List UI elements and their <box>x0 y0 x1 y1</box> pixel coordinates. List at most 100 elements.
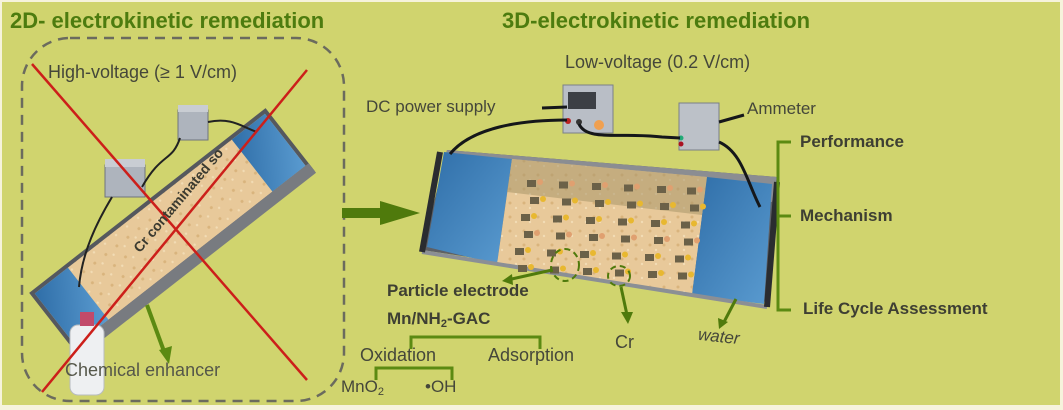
outcome-lca: Life Cycle Assessment <box>803 299 988 318</box>
gac-particle <box>515 248 524 255</box>
chemical-enhancer-label: Chemical enhancer <box>65 360 221 380</box>
cr-particle <box>628 217 634 224</box>
cr-particle <box>661 219 667 225</box>
outcome-mechanism: Mechanism <box>800 206 893 225</box>
ammeter-label: Ammeter <box>747 99 816 118</box>
gac-particle <box>621 235 630 243</box>
right-wires <box>448 105 762 208</box>
mno2-label: MnO2 <box>341 377 384 398</box>
gac-particle <box>690 204 699 212</box>
gac-particle <box>681 221 690 229</box>
gac-particle <box>675 255 684 263</box>
gac-particle <box>651 220 660 227</box>
cr-label: Cr <box>615 332 634 352</box>
gac-particle <box>527 180 536 187</box>
cr-particle <box>602 182 608 188</box>
particle-callout-circle <box>550 248 580 282</box>
gac-particle <box>550 266 559 274</box>
gac-particle <box>645 254 654 261</box>
left-panel-title: 2D- electrokinetic remediation <box>10 8 325 33</box>
cr-particle <box>637 200 643 207</box>
cr-particle <box>593 267 599 273</box>
particle-electrodes <box>515 179 706 280</box>
left-power-supply <box>104 159 146 198</box>
mno2-oh-bracket <box>374 366 454 380</box>
cr-particle <box>694 237 700 244</box>
gac-particle <box>618 218 627 226</box>
cr-particle <box>670 202 676 208</box>
gac-particle <box>684 238 693 246</box>
mno2-subscript: 2 <box>377 386 384 398</box>
cr-particle <box>605 199 611 205</box>
cr-particle <box>634 183 640 190</box>
cr-particle <box>566 231 572 238</box>
dc-power-supply-label: DC power supply <box>366 97 496 116</box>
gac-particle <box>530 197 539 204</box>
cr-particle <box>560 265 566 272</box>
cr-particle <box>534 230 540 236</box>
cr-particle <box>685 254 691 261</box>
red-cross-line-2 <box>41 69 308 393</box>
mno2-prefix: MnO <box>341 377 378 396</box>
gac-particle <box>524 231 533 238</box>
diagram-graphics <box>20 36 791 403</box>
gac-particle <box>657 186 666 193</box>
gac-particle <box>615 269 624 277</box>
gac-particle <box>586 217 595 224</box>
adsorption-label: Adsorption <box>488 345 575 365</box>
left-tank <box>29 108 317 358</box>
cr-particle <box>540 196 546 202</box>
cr-particle <box>599 233 605 239</box>
cr-particle <box>691 220 697 227</box>
cr-particle <box>700 203 706 210</box>
cr-particle <box>631 234 637 241</box>
cr-particle <box>563 214 569 221</box>
enhancer-arrow <box>145 304 167 355</box>
gac-particle <box>624 184 633 192</box>
diagram-canvas: 2D- electrokinetic remediation High-volt… <box>2 2 1060 405</box>
cr-particle <box>531 213 537 219</box>
chemical-bottle-icon <box>69 312 105 396</box>
gac-particle <box>518 265 527 272</box>
gac-particle <box>583 268 592 275</box>
gac-particle <box>521 214 530 221</box>
gac-particle <box>562 198 571 206</box>
outcome-performance: Performance <box>800 132 904 151</box>
particle-electrode-label: Particle electrode <box>387 281 529 300</box>
cr-callout-circle <box>607 265 631 287</box>
material-prefix: Mn/NH <box>387 309 441 328</box>
transition-arrow-icon <box>342 201 420 225</box>
gac-particle <box>559 181 568 189</box>
gac-particle <box>547 249 556 257</box>
water-label: water <box>697 324 741 349</box>
material-suffix: -GAC <box>446 309 491 328</box>
cr-particle <box>537 179 543 185</box>
red-cross-line-1 <box>31 63 308 381</box>
material-subscript: 2 <box>440 318 447 330</box>
oxidation-adsorption-bracket <box>409 335 542 349</box>
gac-particle <box>553 215 562 223</box>
gac-particle <box>660 203 669 210</box>
gac-particle <box>580 251 589 258</box>
right-water-anode <box>427 152 512 264</box>
left-water-cathode <box>231 113 306 192</box>
right-panel-title: 3D-electrokinetic remediation <box>502 8 811 33</box>
high-voltage-label: High-voltage (≥ 1 V/cm) <box>48 62 237 82</box>
gac-particle <box>612 252 621 260</box>
left-dashed-boundary <box>20 36 346 403</box>
ammeter-icon <box>678 102 720 151</box>
outcomes-bracket <box>776 140 791 312</box>
cr-particle <box>569 180 575 187</box>
right-water-cathode <box>692 177 772 304</box>
cr-particle <box>525 247 531 253</box>
cr-particle <box>590 250 596 256</box>
gac-particle <box>595 200 604 207</box>
left-ammeter <box>177 105 209 141</box>
cr-particle <box>658 270 664 276</box>
cr-particle <box>655 253 661 259</box>
gac-particle <box>654 237 663 244</box>
gac-particle <box>589 234 598 241</box>
cr-particle <box>664 236 670 242</box>
oxidation-label: Oxidation <box>360 345 437 365</box>
hydroxyl-radical-label: •OH <box>425 377 457 396</box>
